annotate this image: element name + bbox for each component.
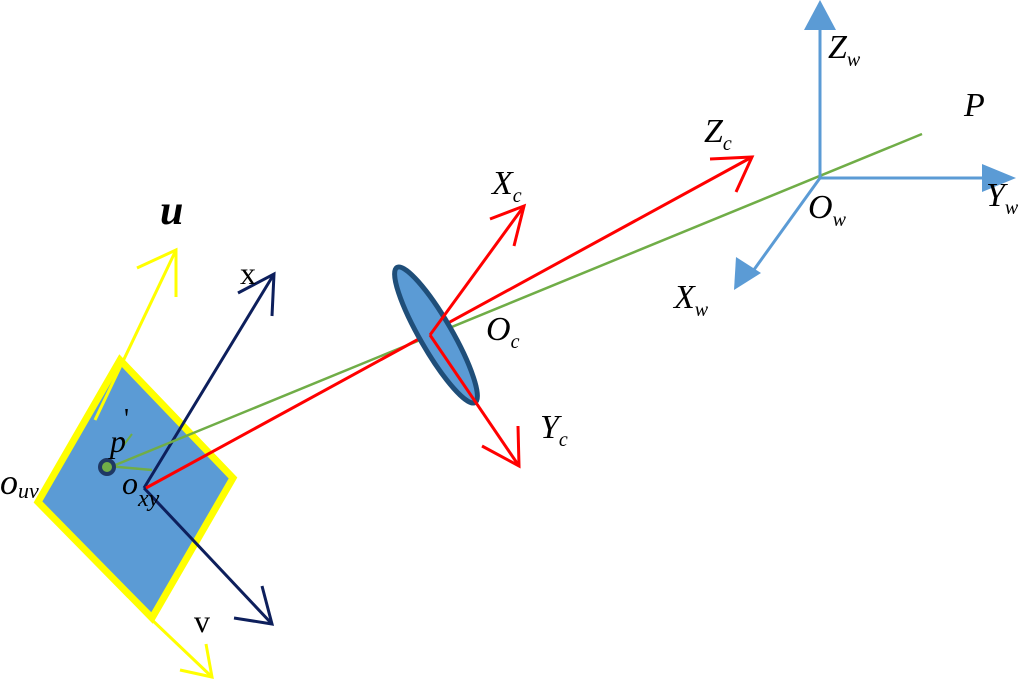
p-prime-label: p (108, 423, 126, 459)
ouv-label: ouv (0, 462, 39, 503)
xw-label: Xw (672, 279, 709, 321)
oc-label: Oc (486, 311, 520, 353)
yw-label: Yw (986, 177, 1019, 219)
x-label: x (240, 255, 256, 291)
xc-label: Xc (490, 165, 522, 207)
projection-ray-tick (119, 433, 133, 451)
xc-axis (428, 203, 527, 336)
p-prime-mark: ' (124, 404, 129, 435)
ow-label: Ow (808, 189, 847, 231)
x-axis (142, 271, 276, 489)
world-axes (746, 26, 990, 279)
projection-ray (107, 132, 923, 470)
v-label: v (194, 603, 210, 639)
xw-arrowhead (734, 257, 761, 290)
image-v-axis (142, 486, 275, 626)
v-axis (148, 616, 214, 679)
yw-arrowhead (982, 164, 1016, 192)
zw-label: Zw (828, 29, 861, 71)
lens (392, 264, 480, 406)
oxy-label: oxy (122, 465, 160, 512)
zw-arrowhead (804, 0, 836, 30)
yc-label: Yc (540, 409, 568, 451)
p-prime-point (98, 458, 116, 476)
zc-label: Zc (704, 113, 732, 155)
yc-axis (428, 334, 521, 469)
u-label: u (160, 188, 183, 234)
xw-axis (746, 177, 822, 279)
p-point-label: P (963, 87, 985, 124)
u-axis (93, 247, 178, 421)
